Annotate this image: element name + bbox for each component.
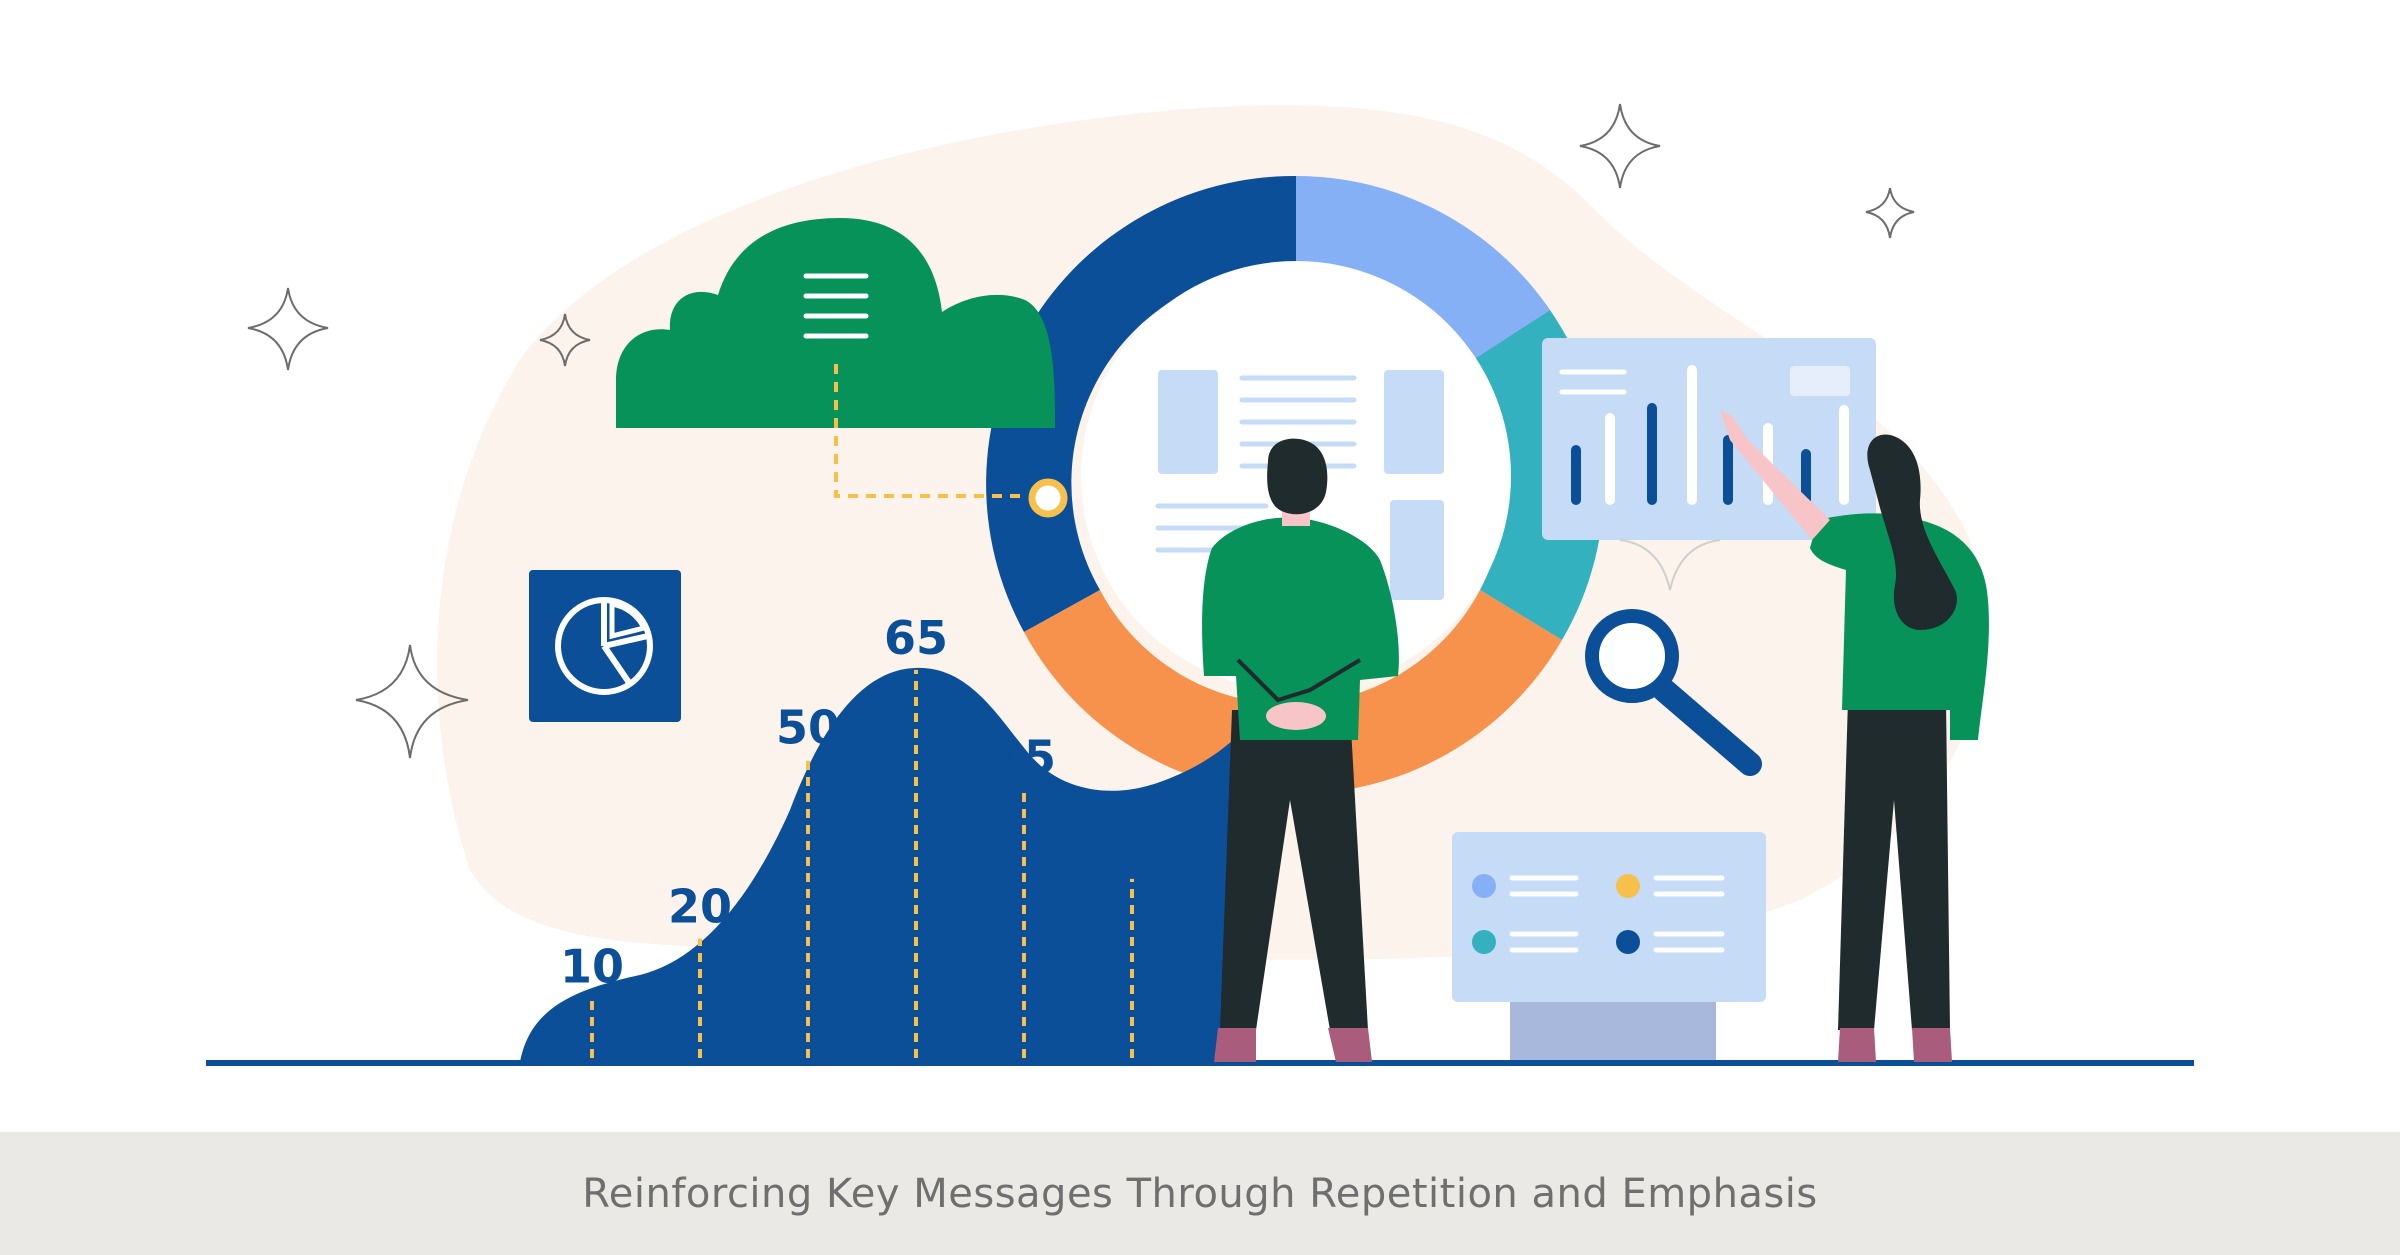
legend-panel (1452, 832, 1766, 1060)
area-series (520, 667, 1245, 1062)
sparkle-icon (355, 644, 469, 759)
sparkle-icon (247, 287, 329, 371)
pie-chart-icon (529, 570, 681, 722)
donut-segment-light-blue (1296, 176, 1550, 365)
value-label: 10 (560, 939, 624, 993)
man-figure (1202, 438, 1399, 1062)
magnifier-icon (1585, 609, 1762, 776)
sparkle-icon (539, 313, 591, 367)
value-label: 65 (884, 611, 948, 665)
donut-segment-navy (986, 175, 1296, 632)
sparkle-icon (1865, 187, 1915, 239)
value-label: 30 (1100, 820, 1164, 874)
document-lines-icon (803, 273, 869, 339)
woman-figure (1720, 410, 1989, 1062)
caption-text: Reinforcing Key Messages Through Repetit… (582, 1170, 1818, 1217)
caption-bar: Reinforcing Key Messages Through Repetit… (0, 1132, 2400, 1255)
area-chart: 10 20 50 65 45 30 (520, 611, 1245, 1062)
value-label: 45 (992, 730, 1056, 784)
sparkle-icon (1579, 103, 1661, 189)
donut-chart (986, 175, 1605, 795)
donut-segment-orange (1024, 590, 1562, 795)
illustration-scene: 10 20 50 65 45 30 (206, 103, 2194, 1066)
cloud-document (616, 218, 1068, 518)
value-label: 20 (668, 880, 732, 934)
value-label: 50 (776, 700, 840, 754)
ground-line (206, 1060, 2194, 1066)
